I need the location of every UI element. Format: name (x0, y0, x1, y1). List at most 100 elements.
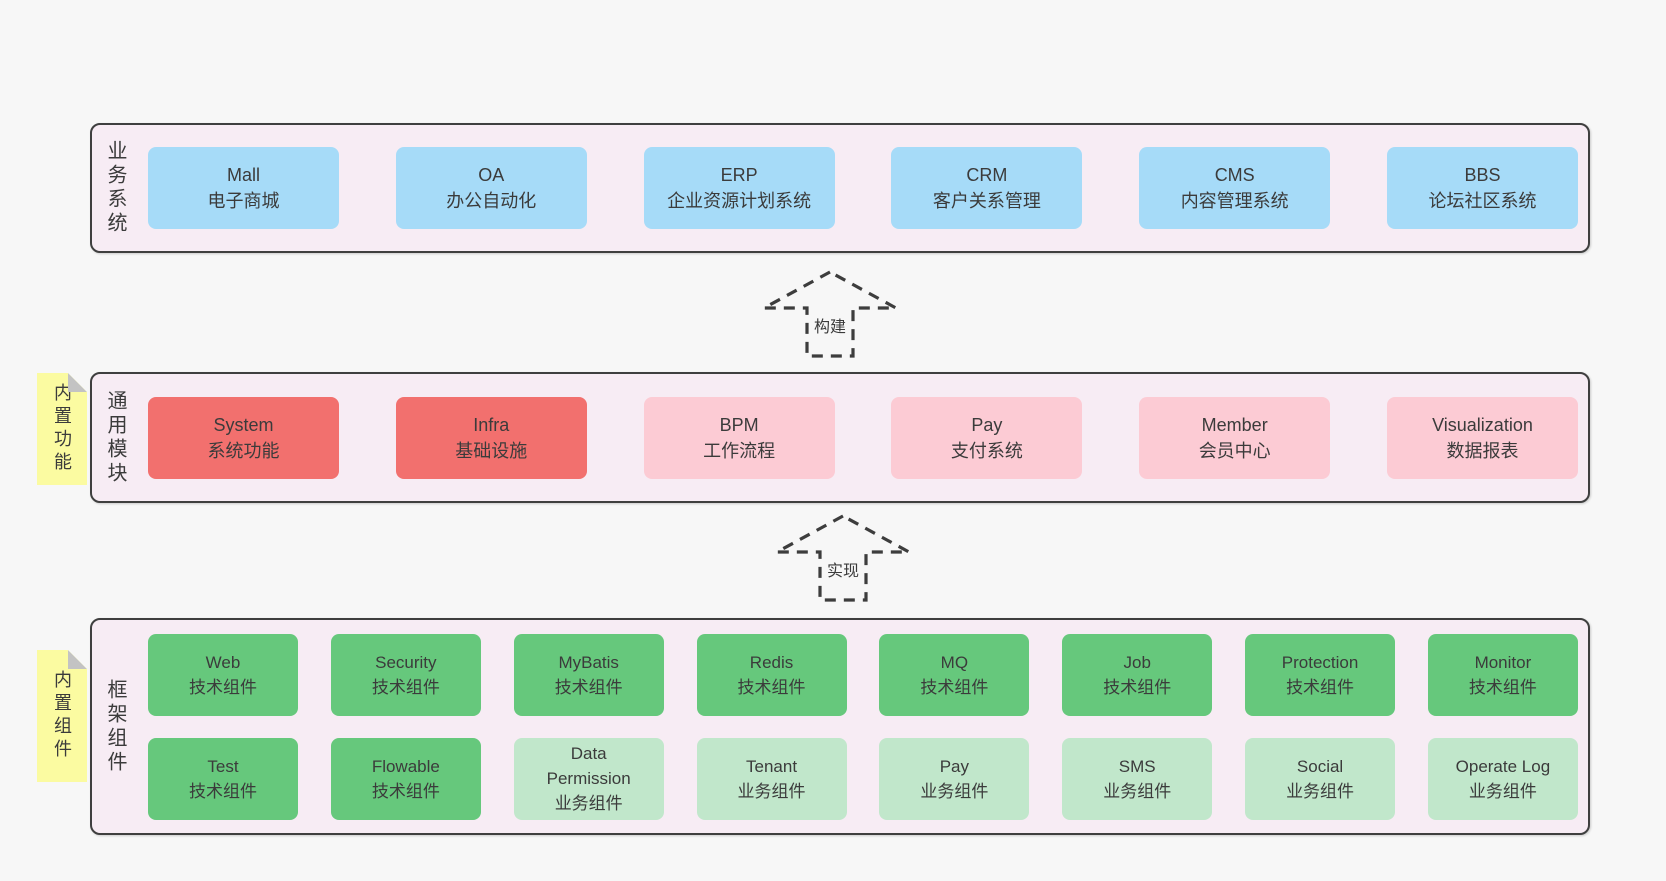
business-box-bbs: BBS 论坛社区系统 (1386, 147, 1578, 229)
business-box-erp: ERP 企业资源计划系统 (643, 147, 835, 229)
module-box-infra: Infra 基础设施 (395, 396, 587, 479)
box-title: Tenant (746, 756, 798, 776)
business-systems-row: Mall 电子商城 OA 办公自动化 ERP 企业资源计划系统 CRM 客户关系… (138, 147, 1588, 229)
box-title: Test (207, 756, 239, 776)
box-title: Operate Log (1455, 756, 1551, 776)
business-box-mall: Mall 电子商城 (148, 147, 339, 229)
builtin-components-sticky-note: 内置组件 (37, 650, 87, 782)
business-box-crm: CRM 客户关系管理 (891, 147, 1083, 229)
component-box-pay: Pay 业务组件 (879, 737, 1030, 820)
component-box-security: Security 技术组件 (330, 633, 481, 716)
box-subtitle: 办公自动化 (446, 191, 537, 211)
box-title: Member (1201, 414, 1268, 435)
component-box-data-permission: Data Permission 业务组件 (513, 737, 664, 820)
box-title: Monitor (1474, 652, 1532, 672)
box-subtitle: 业务组件 (737, 781, 806, 801)
box-subtitle: 内容管理系统 (1180, 191, 1289, 211)
module-box-visualization: Visualization 数据报表 (1386, 396, 1578, 479)
box-title: Web (205, 652, 241, 672)
box-title: CMS (1214, 165, 1255, 185)
box-title: Visualization (1432, 414, 1533, 435)
box-title: Pay (971, 414, 1003, 435)
box-subtitle: 技术组件 (1103, 677, 1172, 697)
framework-components-panel: 框架组件 Web 技术组件 Security 技术组件 MyBatis 技术组件… (90, 618, 1590, 835)
common-modules-label: 通用模块 (104, 389, 126, 486)
module-box-pay: Pay 支付系统 (891, 396, 1083, 479)
box-subtitle: 技术组件 (189, 677, 257, 697)
component-box-flowable: Flowable 技术组件 (330, 737, 481, 820)
component-box-redis: Redis 技术组件 (696, 633, 847, 716)
implement-arrow-label: 实现 (823, 556, 863, 582)
box-title: Data Permission (546, 744, 631, 788)
box-subtitle: 电子商城 (207, 191, 280, 211)
box-title: Infra (473, 414, 510, 435)
box-subtitle: 会员中心 (1198, 440, 1271, 461)
business-box-cms: CMS 内容管理系统 (1139, 147, 1331, 229)
builtin-components-label: 内置组件 (52, 670, 72, 762)
component-box-monitor: Monitor 技术组件 (1427, 633, 1578, 716)
sticky-fold-corner-icon (68, 373, 87, 392)
box-subtitle: 论坛社区系统 (1428, 191, 1537, 211)
dashed-up-arrow-icon (763, 270, 897, 358)
common-modules-label-column: 通用模块 (92, 390, 138, 486)
box-title: Job (1123, 652, 1151, 672)
box-subtitle: 业务组件 (1468, 781, 1537, 801)
box-subtitle: 数据报表 (1446, 440, 1519, 461)
box-title: System (213, 414, 274, 435)
box-subtitle: 技术组件 (371, 677, 440, 697)
box-subtitle: 业务组件 (1103, 781, 1172, 801)
box-title: MyBatis (558, 652, 619, 672)
box-title: CRM (966, 165, 1008, 185)
box-title: Mall (226, 165, 260, 185)
business-systems-label: 业务系统 (104, 140, 126, 236)
component-box-mq: MQ 技术组件 (879, 633, 1030, 716)
build-arrow: 构建 (760, 268, 900, 360)
module-box-member: Member 会员中心 (1139, 396, 1331, 479)
implement-arrow: 实现 (773, 512, 913, 604)
box-subtitle: 技术组件 (737, 677, 806, 697)
box-subtitle: 技术组件 (554, 677, 623, 697)
common-modules-panel: 通用模块 System 系统功能 Infra 基础设施 BPM 工作流程 Pay… (90, 372, 1590, 503)
box-subtitle: 企业资源计划系统 (667, 191, 812, 211)
box-title: MQ (940, 652, 969, 672)
business-box-oa: OA 办公自动化 (395, 147, 587, 229)
component-box-social: Social 业务组件 (1245, 737, 1396, 820)
component-box-tenant: Tenant 业务组件 (696, 737, 847, 820)
builtin-features-sticky-note: 内置功能 (37, 373, 87, 485)
box-subtitle: 客户关系管理 (932, 191, 1041, 211)
box-title: ERP (720, 165, 758, 185)
module-box-system: System 系统功能 (148, 396, 339, 479)
component-box-sms: SMS 业务组件 (1062, 737, 1213, 820)
framework-components-row-2: Test 技术组件 Flowable 技术组件 Data Permission … (148, 737, 1578, 820)
box-title: BBS (1464, 165, 1501, 185)
box-subtitle: 业务组件 (554, 794, 623, 813)
framework-components-rows: Web 技术组件 Security 技术组件 MyBatis 技术组件 Redi… (138, 633, 1588, 820)
business-systems-panel: 业务系统 Mall 电子商城 OA 办公自动化 ERP 企业资源计划系统 CRM… (90, 123, 1590, 253)
box-title: OA (478, 165, 505, 185)
component-box-job: Job 技术组件 (1062, 633, 1213, 716)
builtin-features-label: 内置功能 (52, 383, 72, 475)
box-subtitle: 支付系统 (950, 440, 1023, 461)
box-subtitle: 技术组件 (189, 781, 257, 801)
framework-components-label: 框架组件 (104, 678, 126, 775)
sticky-fold-corner-icon (68, 650, 87, 669)
box-title: Redis (749, 652, 794, 672)
component-box-operate-log: Operate Log 业务组件 (1427, 737, 1578, 820)
box-subtitle: 技术组件 (371, 781, 440, 801)
box-title: Flowable (371, 756, 440, 776)
component-box-mybatis: MyBatis 技术组件 (513, 633, 664, 716)
framework-components-row-1: Web 技术组件 Security 技术组件 MyBatis 技术组件 Redi… (148, 633, 1578, 716)
box-subtitle: 基础设施 (455, 440, 528, 461)
box-subtitle: 工作流程 (703, 440, 776, 461)
box-subtitle: 技术组件 (920, 677, 989, 697)
framework-components-label-column: 框架组件 (92, 679, 138, 775)
box-subtitle: 系统功能 (207, 440, 280, 461)
box-title: SMS (1118, 756, 1156, 776)
common-modules-row: System 系统功能 Infra 基础设施 BPM 工作流程 Pay 支付系统… (138, 396, 1588, 479)
component-box-test: Test 技术组件 (148, 737, 298, 820)
component-box-protection: Protection 技术组件 (1245, 633, 1396, 716)
box-subtitle: 技术组件 (1468, 677, 1537, 697)
box-subtitle: 业务组件 (1286, 781, 1355, 801)
box-title: Social (1296, 756, 1344, 776)
box-subtitle: 业务组件 (920, 781, 989, 801)
